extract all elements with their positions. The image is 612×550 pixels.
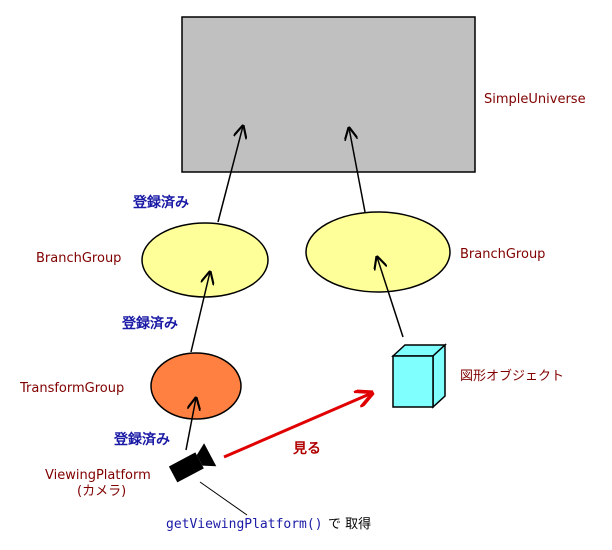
camera-icon [168, 443, 217, 483]
arrow-cube-to-branch [377, 257, 404, 338]
shape-object-label: 図形オブジェクト [460, 368, 564, 384]
shape-object-cube-icon [391, 343, 447, 409]
arrow-camera-to-transform [185, 398, 196, 451]
look-label: 見る [292, 441, 321, 457]
method-call-label: getViewingPlatform() [166, 517, 323, 532]
registered-label-bottom: 登録済み [113, 431, 170, 448]
method-suffix-label: で 取得 [328, 516, 371, 532]
arrow-transform-to-branch [190, 272, 210, 353]
branch-group-left [141, 222, 269, 298]
branch-group-left-label: BranchGroup [36, 251, 121, 266]
method-leader-line [199, 481, 248, 516]
arrow-right-bg-to-universe [349, 128, 366, 213]
camera-sub-label: (カメラ) [77, 484, 126, 499]
transform-group-label: TransformGroup [19, 381, 124, 396]
look-arrow [223, 393, 372, 459]
arrow-left-bg-to-universe [217, 126, 243, 223]
simple-universe-label: SimpleUniverse [484, 92, 586, 107]
viewing-platform-label: ViewingPlatform [45, 468, 151, 483]
branch-group-right-label: BranchGroup [460, 247, 545, 262]
registered-label-top: 登録済み [132, 194, 189, 211]
registered-label-middle: 登録済み [121, 315, 178, 332]
transform-group [150, 352, 242, 420]
branch-group-right [305, 211, 451, 293]
simple-universe-box [181, 16, 476, 173]
